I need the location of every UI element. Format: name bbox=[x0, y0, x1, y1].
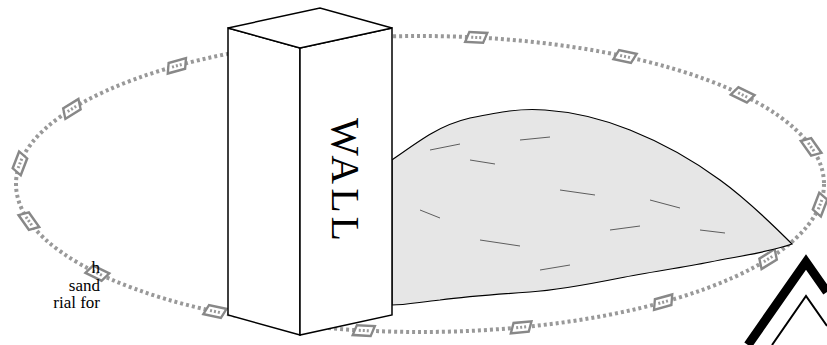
ring-markers bbox=[11, 32, 827, 336]
caption-fragment: h bbox=[92, 258, 101, 278]
caption-fragment: rial for bbox=[53, 293, 100, 313]
sand-texture bbox=[420, 137, 725, 270]
wall-left-face bbox=[228, 28, 300, 335]
wall-label: WALL bbox=[323, 118, 370, 245]
warning-sign bbox=[748, 262, 827, 345]
wall-box: WALL bbox=[300, 48, 392, 315]
wall-top-face bbox=[228, 8, 392, 48]
dashed-ring bbox=[16, 36, 824, 332]
wall-right-face bbox=[300, 28, 392, 335]
sand-pile bbox=[392, 109, 792, 305]
